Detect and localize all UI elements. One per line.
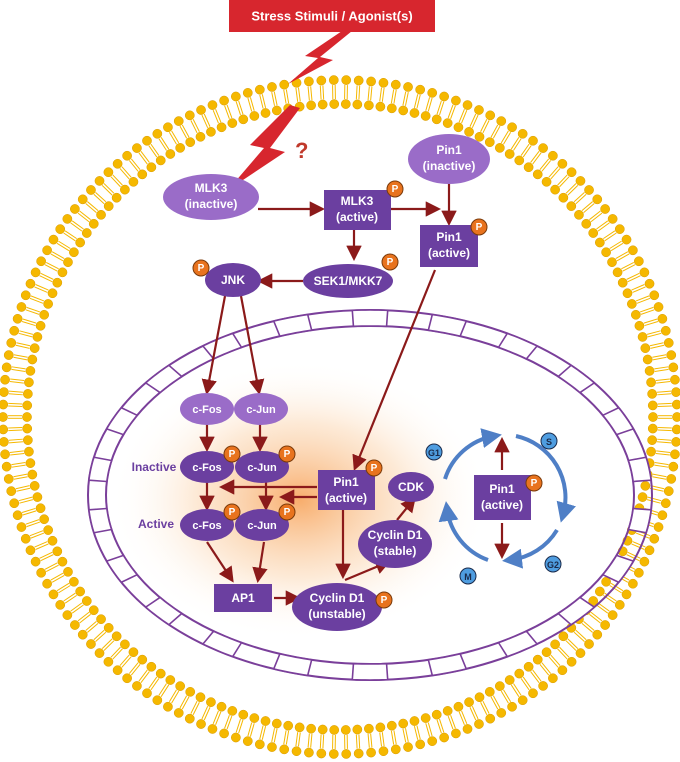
svg-text:MLK3: MLK3 — [341, 194, 374, 208]
node-cfos: c-Fos — [180, 393, 234, 425]
svg-text:P: P — [229, 449, 236, 460]
node-jnk: JNK — [205, 263, 261, 297]
svg-text:c-Jun: c-Jun — [247, 462, 277, 474]
stimulus-label: Stress Stimuli / Agonist(s) — [251, 8, 412, 23]
stimulus-box: Stress Stimuli / Agonist(s) — [229, 0, 435, 32]
svg-text:P: P — [381, 595, 388, 606]
phase-g2-badge: G2 — [544, 555, 562, 573]
phospho-badge-pin1-cycle: P — [525, 474, 543, 492]
svg-text:G2: G2 — [547, 560, 559, 570]
node-cfos-inactive: c-Fos — [180, 451, 234, 483]
svg-text:P: P — [392, 184, 399, 195]
node-pin1-inactive: Pin1 (inactive) — [408, 134, 490, 184]
question-mark: ? — [295, 138, 308, 163]
node-pin1-cycle: Pin1 (active) — [474, 475, 531, 520]
nuclear-glow — [110, 360, 490, 640]
svg-text:c-Jun: c-Jun — [246, 404, 276, 416]
svg-text:S: S — [546, 437, 552, 447]
phase-g1-badge: G1 — [425, 443, 443, 461]
pathway-arrows — [199, 184, 510, 606]
cell-membrane — [0, 75, 680, 759]
node-cjun-inactive: c-Jun — [235, 451, 289, 483]
node-cjun-active: c-Jun — [235, 509, 289, 541]
svg-text:M: M — [464, 572, 472, 582]
svg-text:(inactive): (inactive) — [423, 159, 476, 173]
phospho-badge-pin1-active-mid: P — [365, 459, 383, 477]
phase-s-badge: S — [540, 432, 558, 450]
phospho-badge-cyclin-unstable: P — [375, 591, 393, 609]
phospho-badge-cfos-inactive: P — [223, 445, 241, 463]
svg-text:Cyclin D1: Cyclin D1 — [310, 591, 365, 605]
node-ap1: AP1 — [214, 584, 272, 612]
nucleus — [87, 309, 653, 681]
node-cyclin-unstable: Cyclin D1 (unstable) — [292, 583, 382, 631]
node-mlk3-active: MLK3 (active) — [324, 190, 391, 230]
svg-text:SEK1/MKK7: SEK1/MKK7 — [314, 274, 383, 288]
node-pin1-active-mid: Pin1 (active) — [318, 470, 375, 510]
node-cdk: CDK — [388, 472, 434, 502]
svg-text:(unstable): (unstable) — [308, 607, 365, 621]
svg-text:c-Fos: c-Fos — [192, 520, 221, 532]
svg-text:AP1: AP1 — [231, 591, 255, 605]
svg-text:P: P — [198, 263, 205, 274]
svg-text:c-Fos: c-Fos — [192, 462, 221, 474]
svg-text:(inactive): (inactive) — [185, 197, 238, 211]
node-cyclin-stable: Cyclin D1 (stable) — [358, 520, 432, 568]
svg-text:(active): (active) — [428, 246, 470, 260]
svg-text:Cyclin D1: Cyclin D1 — [368, 528, 423, 542]
phospho-badge-cjun-inactive: P — [278, 445, 296, 463]
cell-cycle — [438, 428, 576, 569]
phospho-badge-cjun-active: P — [278, 503, 296, 521]
svg-text:G1: G1 — [428, 448, 440, 458]
svg-text:P: P — [387, 257, 394, 268]
phospho-badge-pin1-active-top: P — [470, 218, 488, 236]
node-pin1-active-top: Pin1 (active) — [420, 225, 478, 267]
svg-text:(active): (active) — [481, 498, 523, 512]
svg-text:P: P — [284, 507, 291, 518]
svg-text:CDK: CDK — [398, 480, 424, 494]
svg-text:Pin1: Pin1 — [436, 230, 462, 244]
svg-text:(active): (active) — [336, 210, 378, 224]
phospho-badge-jnk: P — [192, 259, 210, 277]
node-sek1-mkk7: SEK1/MKK7 — [303, 264, 393, 298]
node-mlk3-inactive: MLK3 (inactive) — [163, 174, 259, 220]
node-cjun: c-Jun — [234, 393, 288, 425]
svg-text:c-Fos: c-Fos — [192, 404, 221, 416]
svg-text:P: P — [371, 463, 378, 474]
inactive-label: Inactive — [132, 460, 177, 474]
phase-m-badge: M — [459, 567, 477, 585]
svg-text:P: P — [476, 222, 483, 233]
svg-text:Pin1: Pin1 — [333, 475, 359, 489]
svg-text:P: P — [229, 507, 236, 518]
active-label: Active — [138, 517, 174, 531]
svg-text:Pin1: Pin1 — [489, 482, 515, 496]
phospho-badge-sek1: P — [381, 253, 399, 271]
phospho-badge-cfos-active: P — [223, 503, 241, 521]
svg-text:MLK3: MLK3 — [195, 181, 228, 195]
svg-text:Pin1: Pin1 — [436, 143, 462, 157]
svg-text:(stable): (stable) — [374, 544, 417, 558]
svg-text:c-Jun: c-Jun — [247, 520, 277, 532]
lightning-bolt-icon — [228, 105, 300, 190]
svg-text:(active): (active) — [325, 491, 367, 505]
node-cfos-active: c-Fos — [180, 509, 234, 541]
svg-text:JNK: JNK — [221, 273, 245, 287]
svg-text:P: P — [284, 449, 291, 460]
lightning-bolt-top-icon — [288, 31, 352, 84]
phosphorylation-badges: P P P P P P P P P P P — [192, 180, 543, 609]
phospho-badge-mlk3-active: P — [386, 180, 404, 198]
svg-text:P: P — [531, 478, 538, 489]
